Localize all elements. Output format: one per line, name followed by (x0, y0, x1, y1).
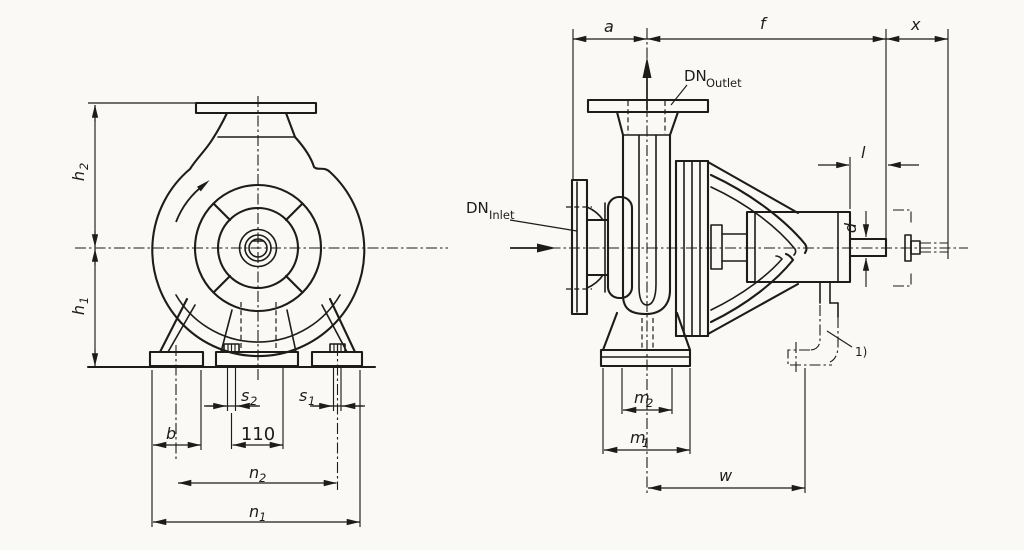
svg-text:s: s (241, 386, 249, 405)
svg-text:2: 2 (250, 394, 257, 408)
svg-text:1: 1 (77, 297, 91, 304)
dim-label-f: f (760, 14, 768, 33)
volute-casing-front (151, 101, 366, 358)
shaft-hub (238, 228, 278, 268)
svg-text:1: 1 (259, 510, 266, 524)
bracket-ribs (212, 202, 304, 294)
dim-label-l: l (861, 143, 866, 162)
dim-label-h2: h 2 (69, 163, 91, 181)
dim-label-h1: h 1 (69, 297, 91, 315)
footnote-leader (826, 330, 853, 348)
svg-text:d: d (841, 222, 860, 233)
dim-label-m2: m 2 (634, 388, 653, 410)
dim-label-d: d (841, 222, 860, 233)
anchor-bolt-center (223, 343, 240, 353)
svg-text:Outlet: Outlet (706, 76, 742, 90)
dim-label-s2: s 2 (241, 386, 257, 408)
side-view-dimensions: a f x l d m 2 (572, 14, 949, 493)
svg-text:DN: DN (466, 199, 489, 217)
front-view-dimensions: h 2 h 1 s 2 s 1 (69, 102, 365, 527)
dim-label-b: b (166, 424, 176, 443)
svg-text:h: h (69, 305, 88, 315)
dim-label-a: a (604, 17, 614, 36)
dim-label-110: 110 (241, 424, 275, 445)
dim-label-n1: n 1 (249, 502, 266, 524)
footnote-ref: 1) (855, 345, 867, 359)
svg-text:DN: DN (684, 67, 707, 85)
inlet-flange (566, 178, 634, 316)
svg-text:s: s (299, 386, 307, 405)
svg-text:2: 2 (646, 396, 653, 410)
bearing-bracket (706, 160, 808, 336)
front-view: h 2 h 1 s 2 s 1 (69, 96, 448, 527)
svg-text:Inlet: Inlet (489, 208, 515, 222)
dim-label-s1: s 1 (299, 386, 315, 408)
svg-text:n: n (249, 463, 259, 482)
dn-outlet-label: DN Outlet (670, 67, 742, 106)
coupling-phantom (893, 209, 948, 287)
casing-cover-rings (674, 159, 710, 338)
dim-label-w: w (719, 466, 733, 485)
support-foot-phantom: 1) (787, 281, 867, 372)
svg-text:2: 2 (259, 471, 266, 485)
svg-text:m: m (630, 428, 646, 447)
outlet-flow-arrow (642, 57, 652, 110)
shaft-sleeve (710, 224, 723, 270)
svg-text:1: 1 (308, 394, 315, 408)
rotation-direction-arrow (175, 180, 210, 223)
dim-label-x: x (910, 15, 921, 34)
bearing-housing (745, 210, 888, 284)
svg-text:m: m (634, 388, 650, 407)
svg-text:h: h (69, 171, 88, 181)
side-view: 1) DN (466, 14, 968, 494)
svg-text:n: n (249, 502, 259, 521)
svg-text:1: 1 (642, 436, 649, 450)
dim-label-m1: m 1 (630, 428, 649, 450)
discharge-flange-front (194, 101, 318, 115)
svg-text:2: 2 (77, 163, 91, 170)
outlet-flange (586, 98, 710, 114)
dn-inlet-label: DN Inlet (466, 199, 578, 232)
inlet-flow-arrow (510, 243, 556, 253)
discharge-nozzle (586, 98, 710, 316)
pump-foot-side (599, 311, 692, 368)
dim-label-n2: n 2 (249, 463, 266, 485)
